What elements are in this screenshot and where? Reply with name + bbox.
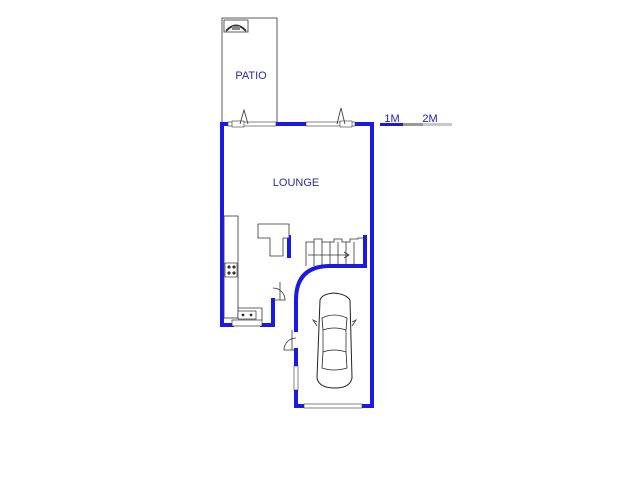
- garage-window: [293, 365, 299, 391]
- braai-icon: [223, 19, 249, 33]
- kitchen-counter: [223, 215, 263, 320]
- walls: [220, 122, 374, 408]
- scale-bar: 1M 2M: [380, 113, 452, 126]
- sink-icon: [231, 310, 263, 327]
- staircase-icon: [305, 237, 365, 266]
- window-right: [305, 120, 356, 128]
- island-counter: [257, 223, 290, 257]
- window-left: [227, 120, 277, 128]
- room-label-lounge: LOUNGE: [273, 177, 319, 189]
- scale-label-1m: 1M: [384, 113, 399, 125]
- scale-label-2m: 2M: [422, 113, 437, 125]
- interior-door: [272, 282, 297, 351]
- garage-door: [303, 403, 363, 409]
- door-swing-icon: [239, 107, 346, 125]
- room-label-patio: PATIO: [235, 70, 267, 82]
- stove-icon: [224, 262, 238, 278]
- car-icon: [311, 292, 358, 389]
